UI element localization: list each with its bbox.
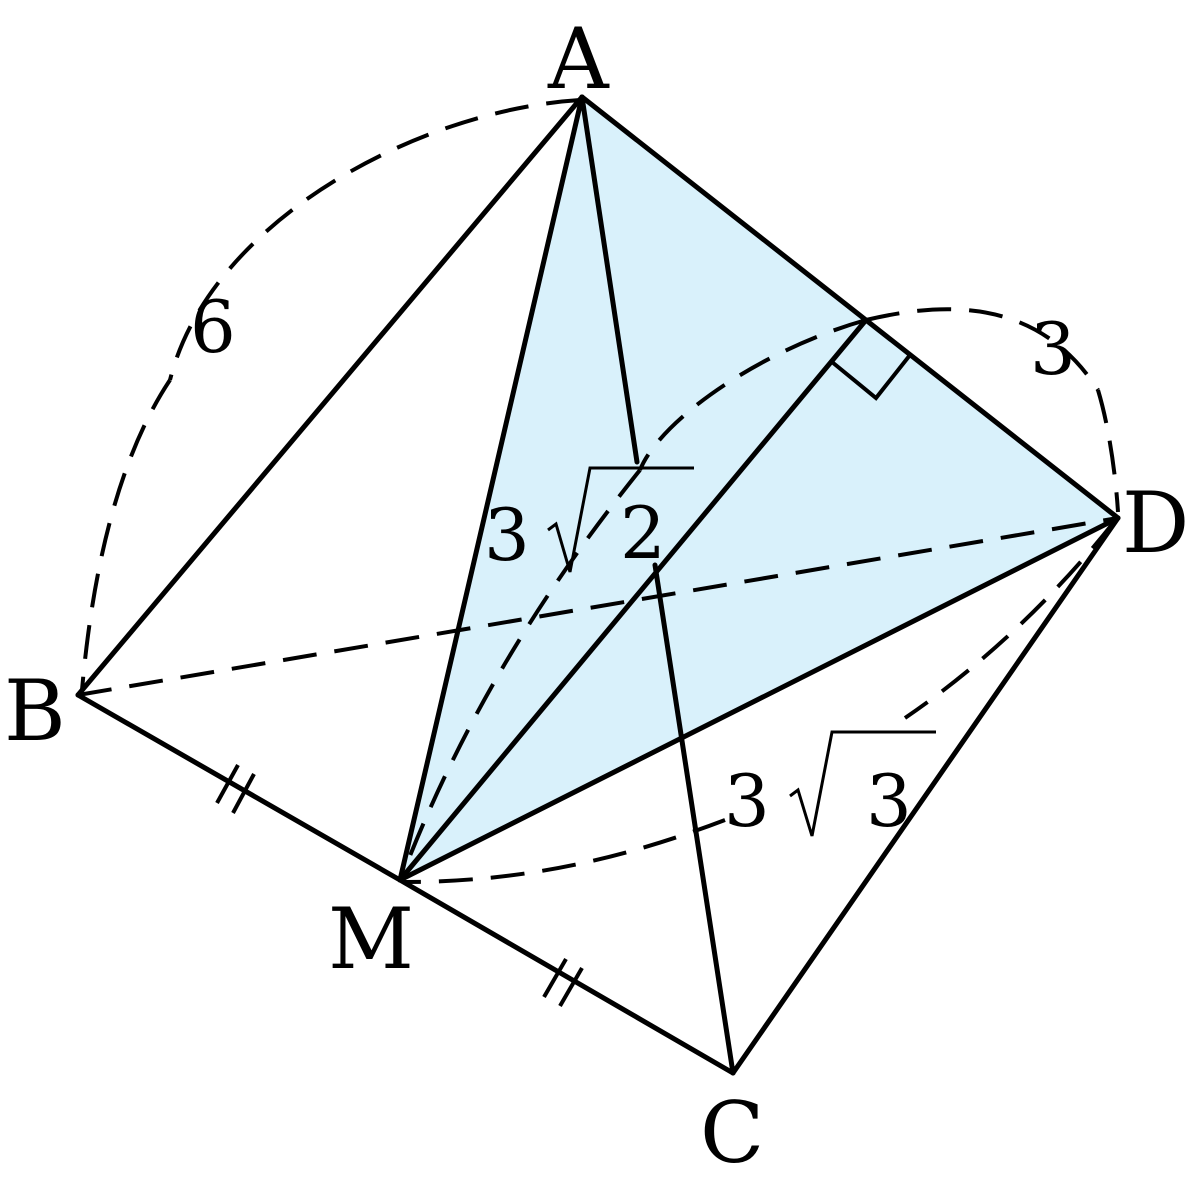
right-angle-mark xyxy=(830,353,912,401)
edge-ac xyxy=(579,94,640,465)
edge-bm xyxy=(75,692,403,883)
length-dm-coefficient: 3 xyxy=(724,759,770,843)
edge-ad xyxy=(579,94,1121,521)
edge-md xyxy=(397,515,1121,883)
label-c: C xyxy=(700,1084,764,1182)
label-a: A xyxy=(547,10,610,108)
tick-mc-2 xyxy=(558,966,584,1008)
dimension-arcs xyxy=(80,98,1120,884)
length-am-radicand: 2 xyxy=(620,491,666,575)
perpendicular-m-to-ad xyxy=(397,317,869,883)
arc-ab-length-lower xyxy=(80,378,172,691)
solid-edges xyxy=(75,94,1121,1076)
length-ad-half-label: 3 xyxy=(1030,307,1076,391)
edge-mc xyxy=(397,877,736,1076)
arc-dm-length-lower xyxy=(403,818,726,884)
shaded-face-amd xyxy=(400,97,1118,880)
radical-sign-am xyxy=(547,466,694,573)
label-d: D xyxy=(1122,474,1189,572)
length-labels: 6 3 3 2 3 3 xyxy=(190,285,1076,843)
arc-dm-length xyxy=(903,520,1116,720)
tick-bm-2 xyxy=(231,773,256,814)
equal-ticks xyxy=(215,764,584,1008)
length-ab-label: 6 xyxy=(190,285,236,369)
length-am-coefficient: 3 xyxy=(484,493,530,577)
edge-cd xyxy=(730,515,1121,1076)
edge-ab xyxy=(75,94,585,698)
label-m: M xyxy=(328,890,414,988)
edge-ac-lower xyxy=(652,562,736,1076)
arc-ad-half-length-lower xyxy=(1096,389,1120,513)
point-labels: A B C D M xyxy=(4,10,1189,1182)
hidden-edge-bd xyxy=(77,516,1119,697)
edge-am xyxy=(397,94,585,883)
radical-sign-dm xyxy=(789,730,936,837)
label-b: B xyxy=(4,662,66,760)
tick-mc-1 xyxy=(542,957,568,999)
length-dm-radicand: 3 xyxy=(866,759,912,843)
arc-ad-half-length xyxy=(865,307,1100,392)
arc-am-length xyxy=(638,318,867,471)
arc-am-length-lower xyxy=(400,468,642,877)
tick-bm-1 xyxy=(215,764,240,804)
arc-ab-length xyxy=(168,98,581,381)
